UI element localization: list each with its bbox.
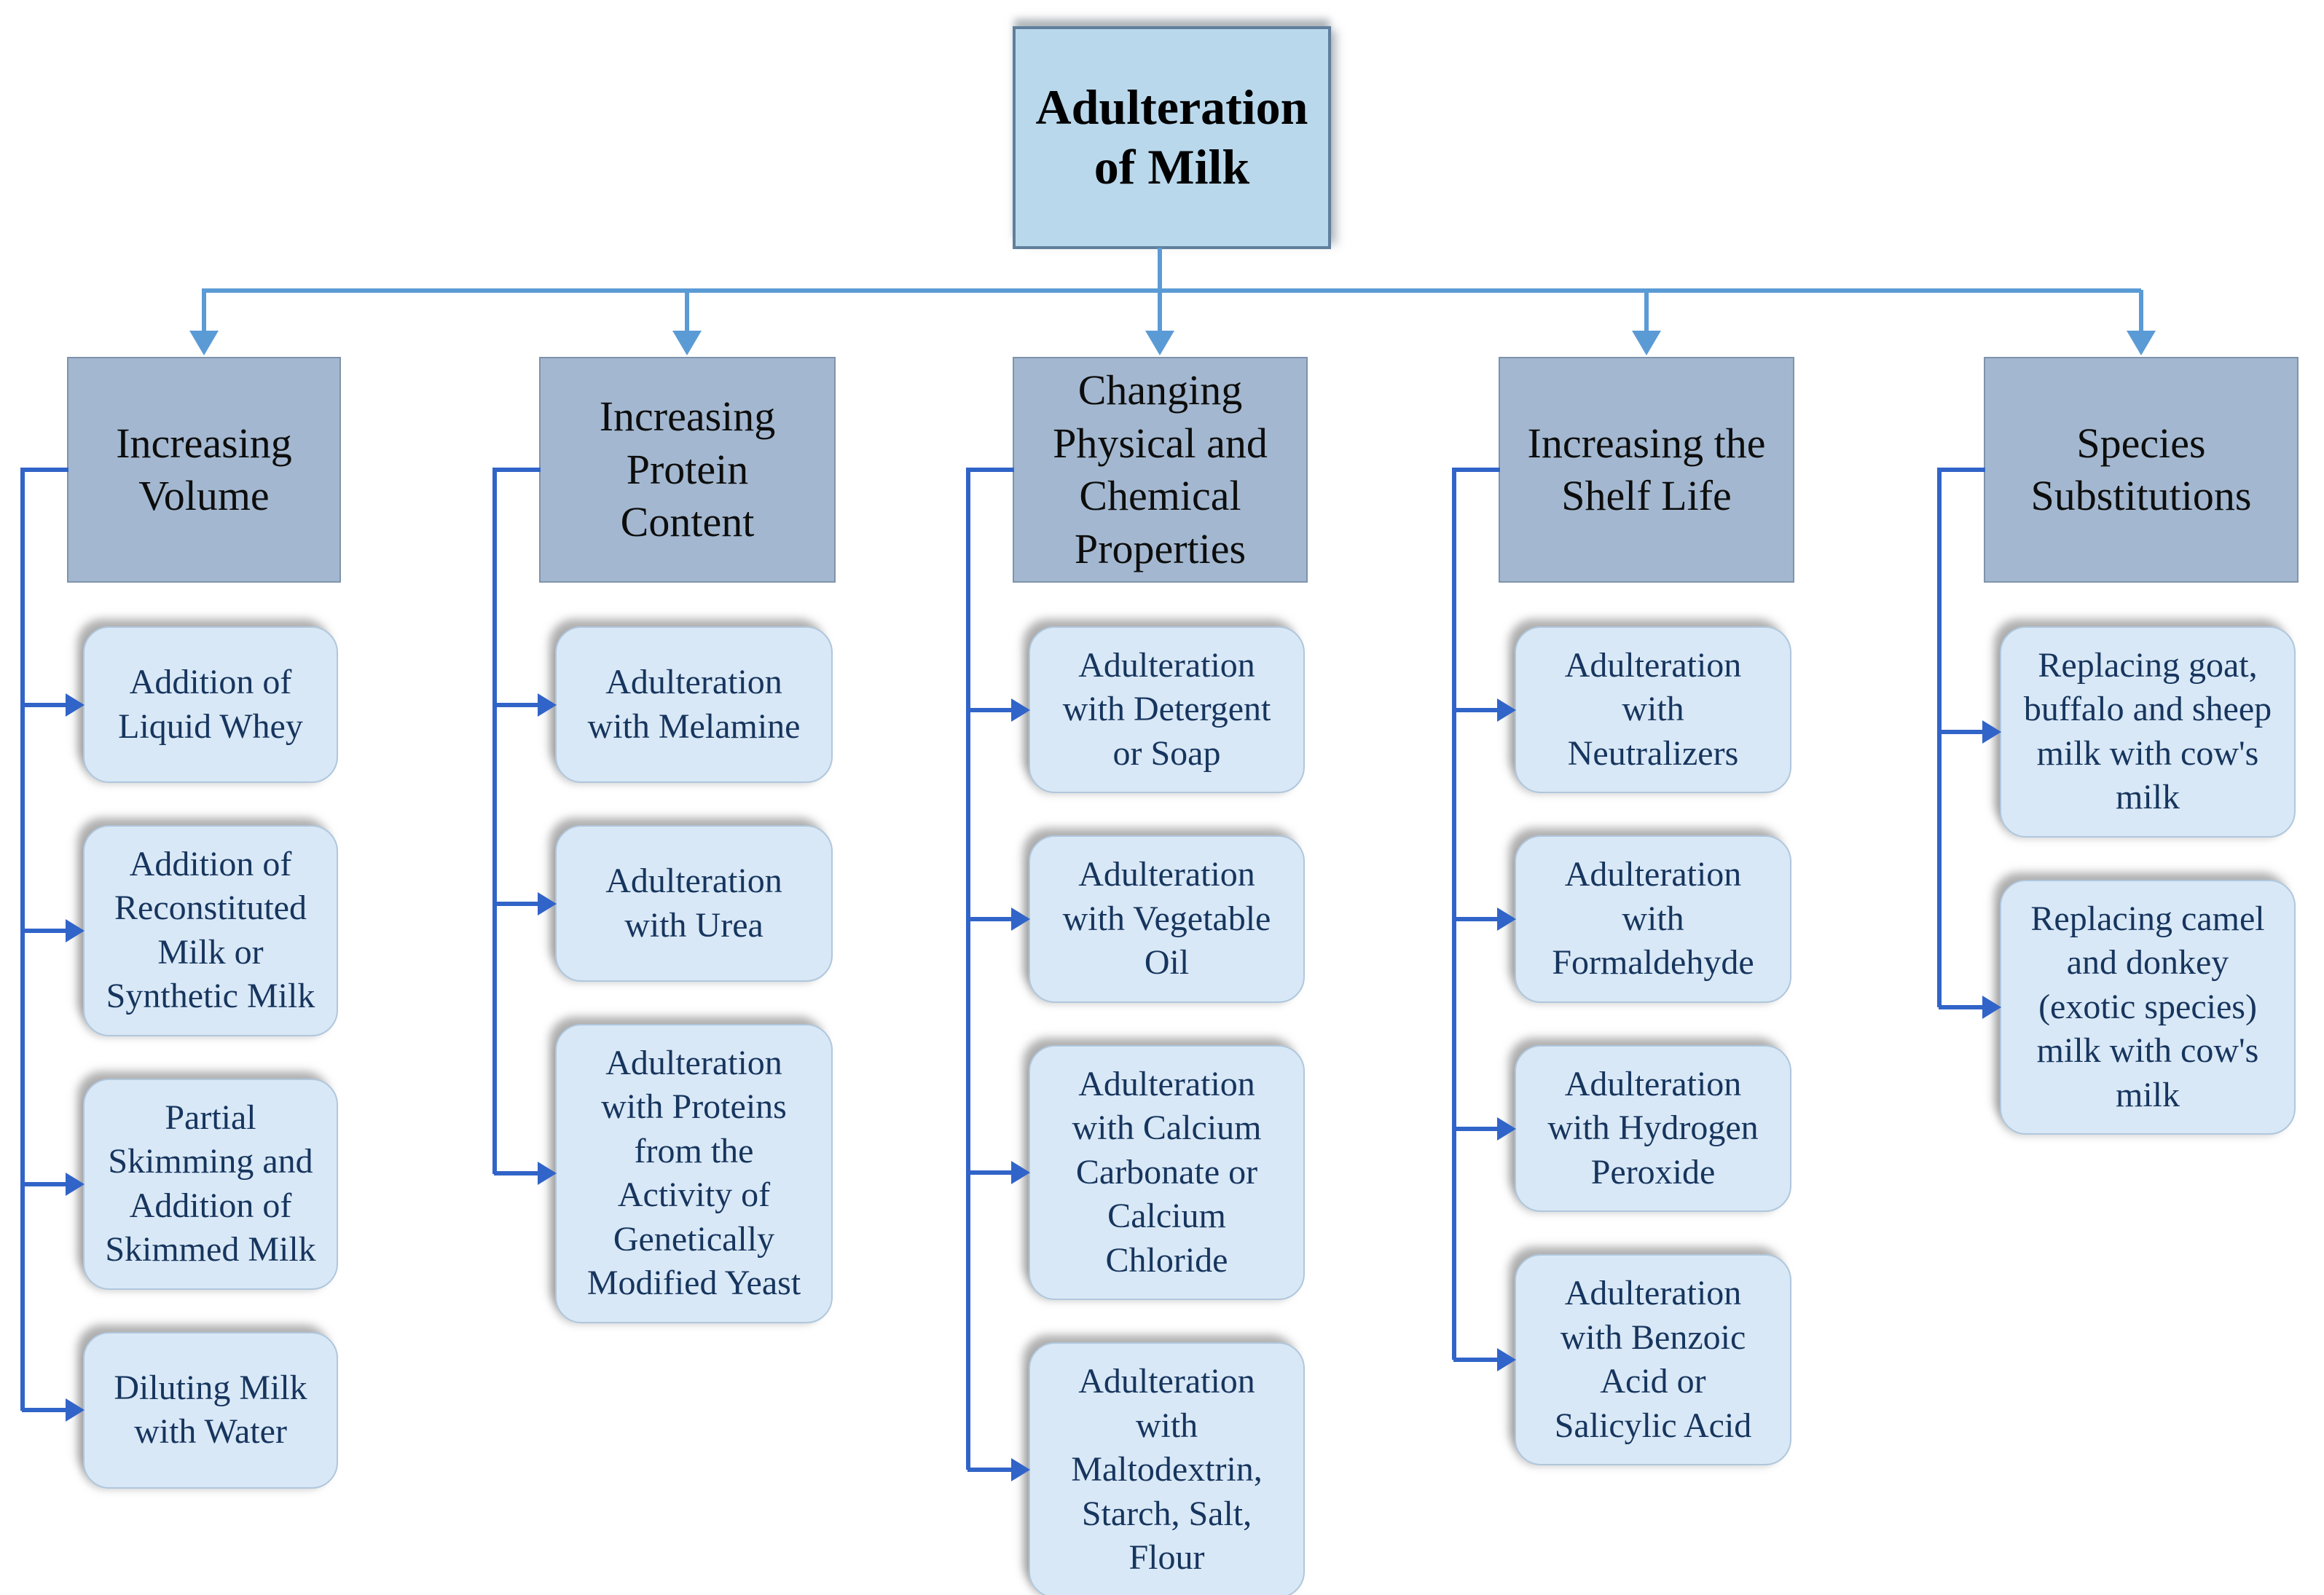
- item-formaldehyde: Adulteration with Formaldehyde: [1453, 835, 1791, 1003]
- drop-connector-4: [1644, 290, 1649, 332]
- item-label: Adulteration with Neutralizers: [1564, 646, 1742, 773]
- item-replace-camel-donkey-milk: Replacing camel and donkey (exotic speci…: [1939, 879, 2296, 1135]
- item-maltodextrin-starch-salt-flour: Adulteration with Maltodextrin, Starch, …: [967, 1342, 1305, 1595]
- column-species-substitutions: Species Substitutions Replacing goat, bu…: [1937, 357, 2299, 1135]
- drop-connector-5: [2139, 290, 2143, 332]
- arrow-down-icon: [1632, 331, 1661, 355]
- header-changing-properties: Changing Physical and Chemical Propertie…: [967, 357, 1308, 583]
- item-urea: Adulteration with Urea: [494, 825, 833, 982]
- arrow-down-icon: [189, 331, 219, 355]
- header-species-substitutions: Species Substitutions: [1939, 357, 2299, 583]
- column-spine-connector: [492, 468, 497, 1174]
- item-label: Adulteration with Formaldehyde: [1552, 855, 1754, 982]
- item-label: Diluting Milk with Water: [114, 1368, 307, 1452]
- item-list: Adulteration with Neutralizers Adulterat…: [1453, 626, 1791, 1466]
- arrow-down-icon: [1145, 331, 1174, 355]
- item-label: Replacing camel and donkey (exotic speci…: [2030, 899, 2265, 1114]
- item-gm-yeast-proteins: Adulteration with Proteins from the Acti…: [494, 1024, 833, 1323]
- root-node: Adulteration of Milk: [1013, 26, 1331, 249]
- arrow-down-icon: [672, 331, 702, 355]
- item-label: Partial Skimming and Addition of Skimmed…: [105, 1098, 316, 1269]
- root-stem-connector: [1158, 248, 1162, 293]
- header-label: Changing Physical and Chemical Propertie…: [1053, 366, 1268, 572]
- header-increasing-protein-content: Increasing Protein Content: [494, 357, 836, 583]
- item-list: Addition of Liquid Whey Addition of Reco…: [22, 626, 338, 1489]
- item-list: Replacing goat, buffalo and sheep milk w…: [1939, 626, 2296, 1135]
- header-increasing-volume: Increasing Volume: [22, 357, 341, 583]
- item-label: Adulteration with Vegetable Oil: [1062, 855, 1271, 982]
- item-label: Adulteration with Maltodextrin, Starch, …: [1071, 1362, 1263, 1578]
- drop-connector-2: [685, 290, 689, 332]
- item-neutralizers: Adulteration with Neutralizers: [1453, 626, 1791, 794]
- column-increasing-shelf-life: Increasing the Shelf Life Adulteration w…: [1452, 357, 1794, 1466]
- column-changing-properties: Changing Physical and Chemical Propertie…: [966, 357, 1308, 1595]
- item-calcium-carbonate-or-chloride: Adulteration with Calcium Carbonate or C…: [967, 1044, 1305, 1301]
- item-label: Adulteration with Hydrogen Peroxide: [1547, 1064, 1759, 1192]
- item-vegetable-oil: Adulteration with Vegetable Oil: [967, 835, 1305, 1003]
- horizontal-connector: [202, 288, 2141, 293]
- item-label: Addition of Liquid Whey: [118, 663, 303, 746]
- header-label: Increasing Protein Content: [599, 393, 776, 546]
- item-benzoic-or-salicylic-acid: Adulteration with Benzoic Acid or Salicy…: [1453, 1254, 1791, 1466]
- item-melamine: Adulteration with Melamine: [494, 626, 833, 783]
- item-liquid-whey: Addition of Liquid Whey: [22, 626, 338, 783]
- column-spine-connector: [1452, 468, 1456, 1360]
- header-increasing-shelf-life: Increasing the Shelf Life: [1453, 357, 1794, 583]
- drop-connector-1: [202, 290, 206, 332]
- root-node-label: Adulteration of Milk: [1035, 79, 1308, 194]
- item-label: Adulteration with Proteins from the Acti…: [586, 1044, 801, 1303]
- item-label: Adulteration with Melamine: [587, 663, 801, 746]
- column-increasing-volume: Increasing Volume Addition of Liquid Whe…: [20, 357, 341, 1489]
- item-detergent-or-soap: Adulteration with Detergent or Soap: [967, 626, 1305, 794]
- item-hydrogen-peroxide: Adulteration with Hydrogen Peroxide: [1453, 1044, 1791, 1213]
- item-label: Adulteration with Benzoic Acid or Salicy…: [1554, 1274, 1752, 1445]
- item-label: Adulteration with Calcium Carbonate or C…: [1072, 1064, 1262, 1280]
- item-label: Adulteration with Urea: [605, 862, 782, 945]
- column-increasing-protein-content: Increasing Protein Content Adulteration …: [492, 357, 836, 1323]
- header-label: Increasing Volume: [116, 419, 292, 520]
- item-label: Adulteration with Detergent or Soap: [1062, 646, 1271, 773]
- column-spine-connector: [1937, 468, 1942, 1007]
- header-label: Species Substitutions: [2030, 419, 2252, 520]
- drop-connector-3: [1158, 290, 1162, 332]
- item-list: Adulteration with Melamine Adulteration …: [494, 626, 833, 1323]
- item-reconstituted-or-synthetic-milk: Addition of Reconstituted Milk or Synthe…: [22, 825, 338, 1036]
- column-spine-connector: [966, 468, 970, 1470]
- item-diluting-with-water: Diluting Milk with Water: [22, 1331, 338, 1489]
- item-label: Addition of Reconstituted Milk or Synthe…: [106, 845, 315, 1016]
- header-label: Increasing the Shelf Life: [1527, 419, 1766, 520]
- item-label: Replacing goat, buffalo and sheep milk w…: [2023, 646, 2272, 817]
- column-spine-connector: [20, 468, 25, 1411]
- arrow-down-icon: [2127, 331, 2156, 355]
- item-replace-goat-buffalo-sheep-milk: Replacing goat, buffalo and sheep milk w…: [1939, 626, 2296, 838]
- item-list: Adulteration with Detergent or Soap Adul…: [967, 626, 1305, 1595]
- item-partial-skimming: Partial Skimming and Addition of Skimmed…: [22, 1078, 338, 1290]
